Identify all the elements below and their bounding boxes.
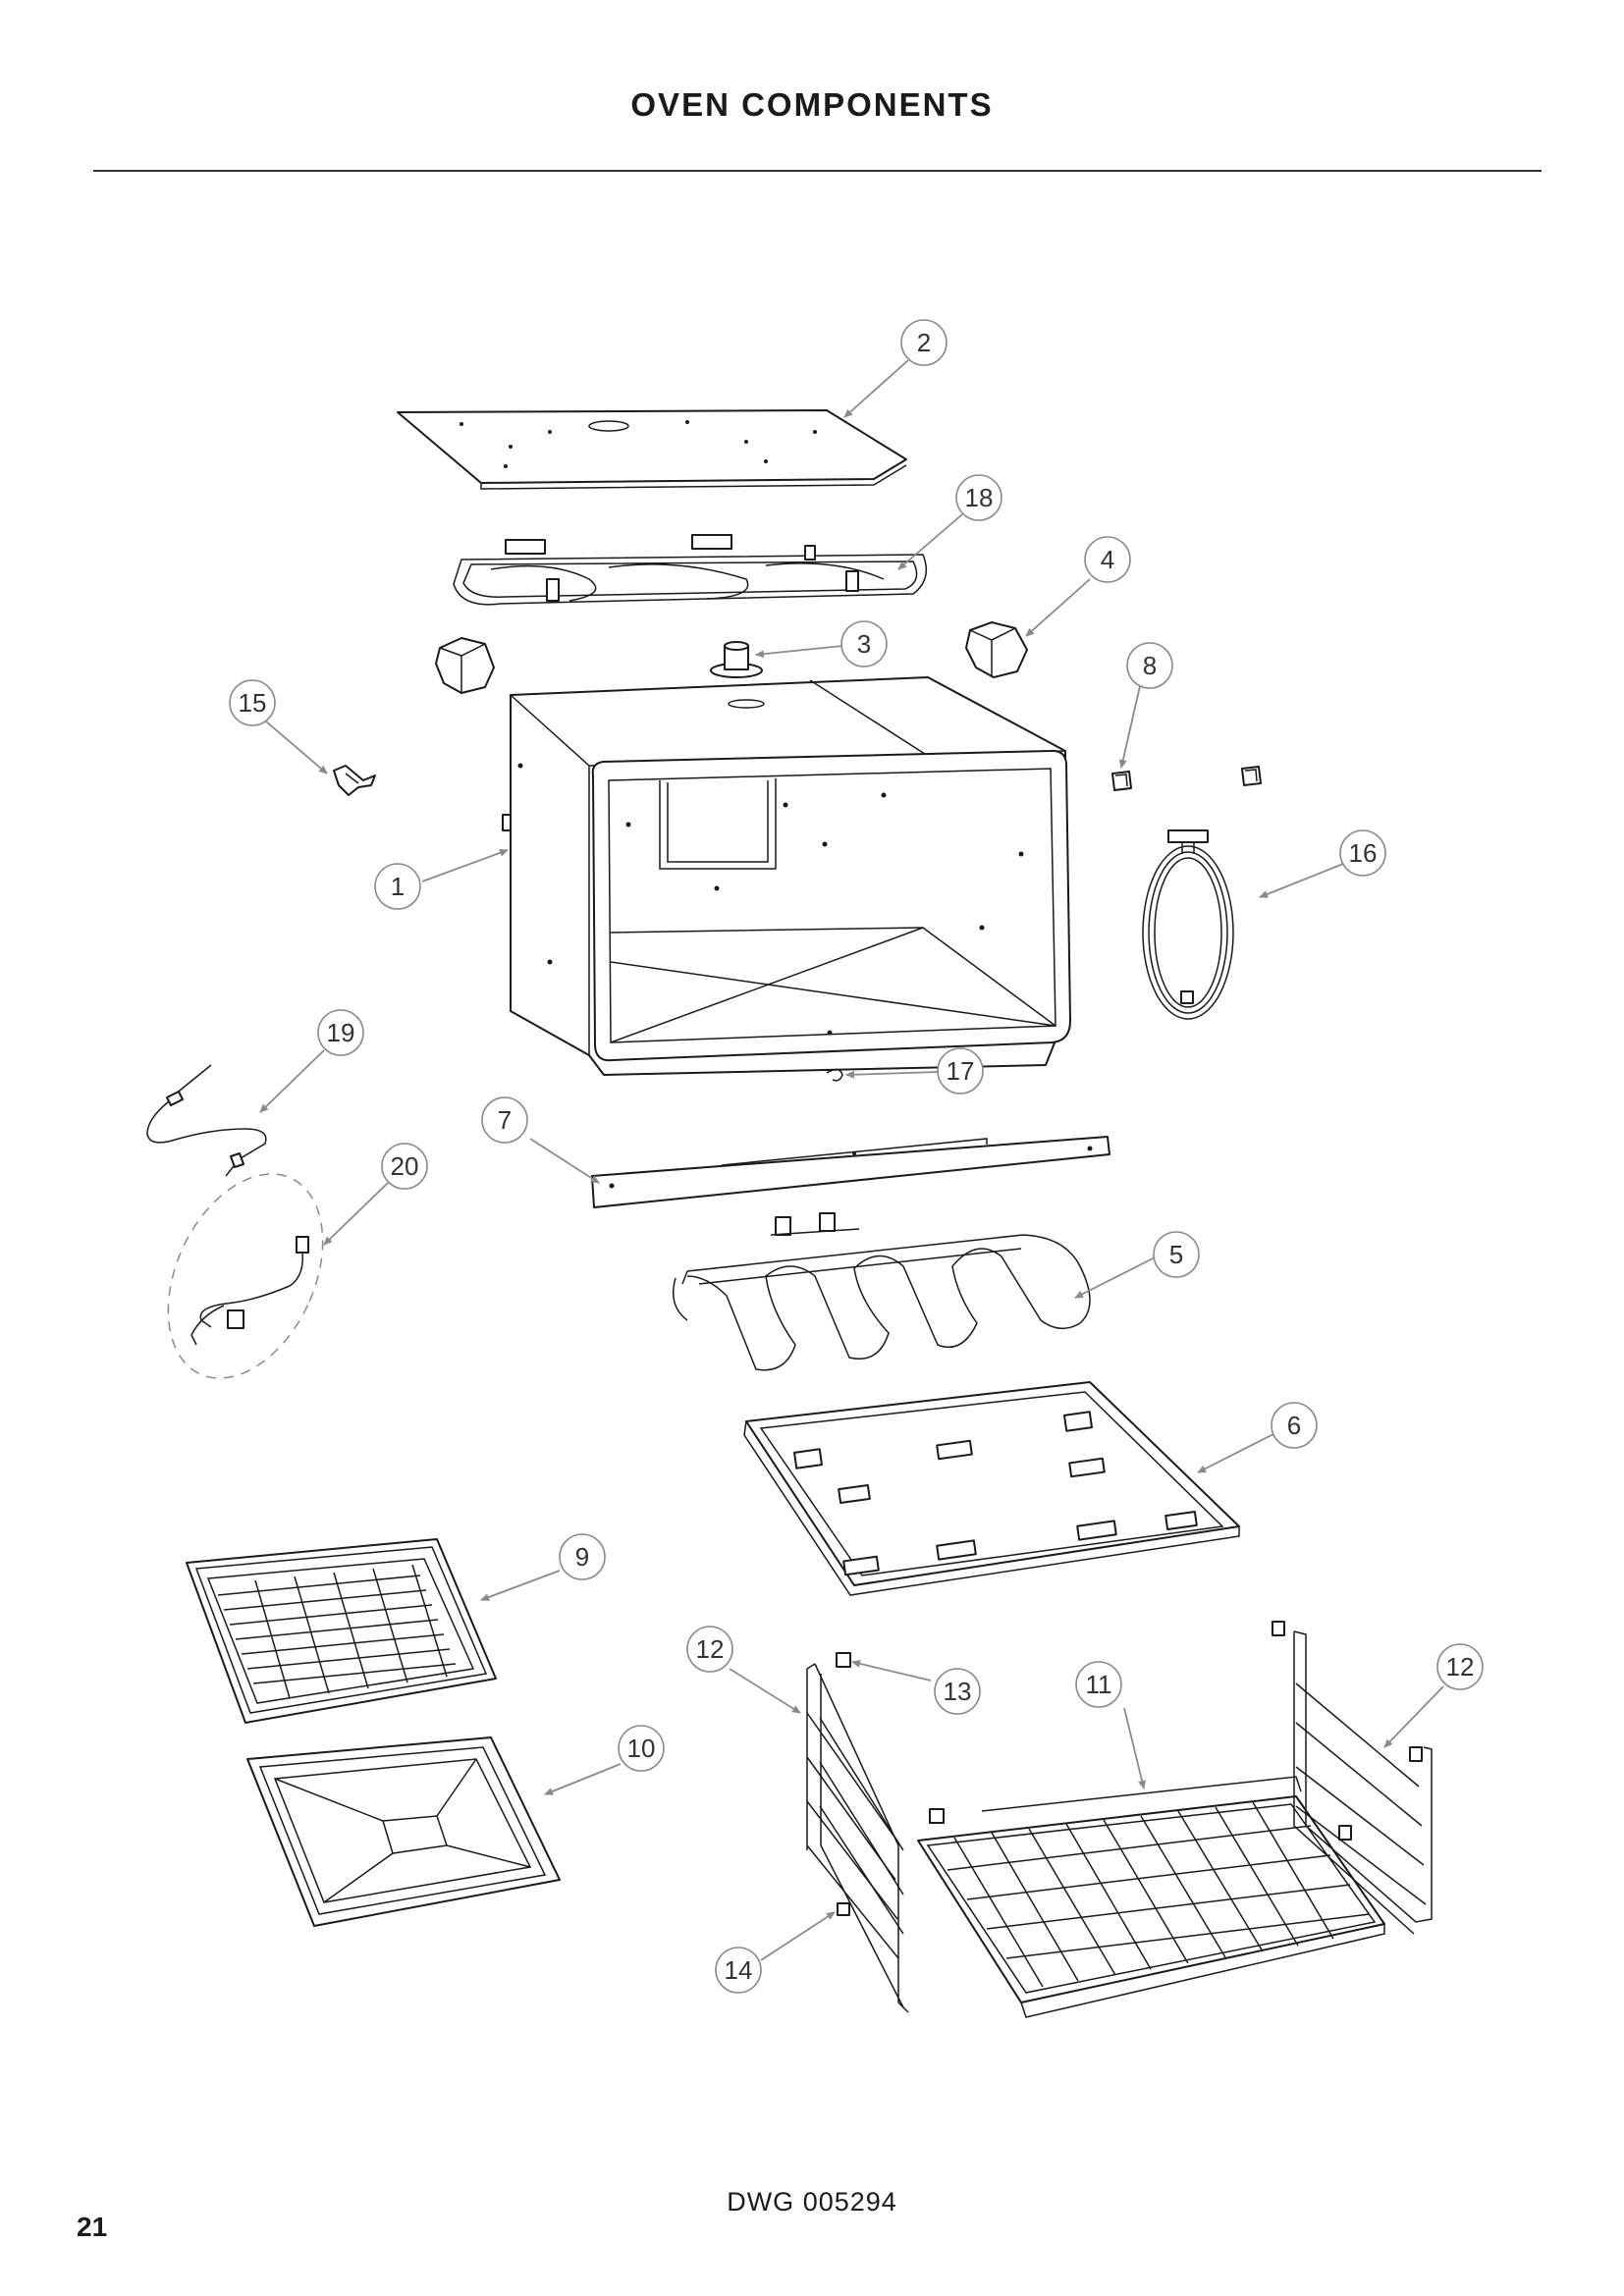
callout-label: 17 bbox=[947, 1056, 975, 1086]
callout-label: 13 bbox=[944, 1677, 972, 1706]
header-divider bbox=[93, 170, 1542, 172]
callout-label: 1 bbox=[391, 872, 405, 901]
drawing-number: DWG 005294 bbox=[727, 2187, 897, 2216]
callout-label: 10 bbox=[627, 1734, 656, 1763]
callout-label: 6 bbox=[1287, 1411, 1301, 1440]
callout-8: 8 bbox=[1126, 642, 1173, 689]
callout-label: 19 bbox=[327, 1018, 355, 1047]
callout-label: 18 bbox=[965, 483, 994, 512]
callout-label: 12 bbox=[1446, 1652, 1475, 1682]
part-oven-base-plate bbox=[743, 1381, 1240, 1596]
part-fan-cover-left bbox=[435, 637, 495, 694]
base-plate-vents bbox=[793, 1411, 1198, 1576]
part-circular-fan-element bbox=[1142, 829, 1234, 1020]
part-vent-fitting bbox=[710, 641, 763, 678]
callout-label: 16 bbox=[1349, 838, 1378, 868]
part-grill-pan bbox=[246, 1736, 561, 1927]
callout-10: 10 bbox=[618, 1725, 665, 1772]
callout-label: 5 bbox=[1169, 1240, 1183, 1269]
callout-6: 6 bbox=[1271, 1402, 1318, 1449]
part-grill-pan-insert bbox=[186, 1538, 497, 1724]
part-side-rack-right bbox=[1272, 1621, 1433, 1935]
callout-label: 3 bbox=[857, 629, 871, 659]
callout-14: 14 bbox=[715, 1947, 762, 1994]
callout-17: 17 bbox=[937, 1047, 984, 1095]
callout-label: 7 bbox=[498, 1105, 512, 1135]
part-grill-element bbox=[453, 534, 928, 606]
callout-label: 14 bbox=[725, 1955, 753, 1985]
callout-20: 20 bbox=[381, 1143, 428, 1190]
part-sensor-bracket bbox=[333, 765, 376, 796]
part-wiring-harness bbox=[167, 1173, 324, 1379]
callout-18: 18 bbox=[955, 474, 1002, 521]
part-oven-shelf bbox=[917, 1776, 1385, 2018]
part-fan-cover-right bbox=[965, 621, 1028, 678]
page-title: OVEN COMPONENTS bbox=[630, 86, 994, 123]
grill-insert-slots bbox=[217, 1564, 457, 1699]
callout-5: 5 bbox=[1153, 1231, 1200, 1278]
leader-lines bbox=[259, 359, 1444, 1961]
part-bake-element bbox=[673, 1212, 1091, 1371]
part-rack-screw-13 bbox=[836, 1652, 945, 1824]
callout-15: 15 bbox=[229, 679, 276, 726]
callout-label: 9 bbox=[575, 1542, 589, 1572]
callout-4: 4 bbox=[1084, 536, 1131, 583]
callout-12-left: 12 bbox=[686, 1626, 733, 1673]
callout-label: 2 bbox=[917, 328, 931, 357]
part-trim-bar bbox=[591, 1136, 1110, 1208]
callout-1: 1 bbox=[374, 863, 421, 910]
callout-label: 4 bbox=[1101, 545, 1114, 574]
part-side-rack-left bbox=[806, 1663, 909, 2013]
callout-13: 13 bbox=[934, 1668, 981, 1715]
callout-12-right: 12 bbox=[1436, 1643, 1484, 1690]
part-top-cover-plate bbox=[397, 409, 907, 490]
callout-16: 16 bbox=[1339, 829, 1386, 877]
part-oven-cavity bbox=[502, 676, 1071, 1076]
part-retaining-clips bbox=[1111, 766, 1262, 791]
callout-label: 12 bbox=[696, 1634, 725, 1664]
callout-9: 9 bbox=[559, 1533, 606, 1580]
callout-11: 11 bbox=[1075, 1661, 1122, 1708]
callout-7: 7 bbox=[481, 1096, 528, 1144]
callout-2: 2 bbox=[900, 319, 947, 366]
callout-label: 15 bbox=[239, 688, 267, 718]
callout-label: 20 bbox=[391, 1151, 419, 1181]
callout-19: 19 bbox=[317, 1009, 364, 1056]
callout-label: 8 bbox=[1143, 651, 1157, 680]
page-number: 21 bbox=[77, 2212, 108, 2242]
callout-3: 3 bbox=[840, 620, 888, 667]
part-temperature-probe bbox=[146, 1064, 267, 1177]
part-small-clip bbox=[826, 1068, 843, 1082]
part-rack-screw-14 bbox=[837, 1902, 850, 1916]
callout-label: 11 bbox=[1086, 1670, 1112, 1699]
